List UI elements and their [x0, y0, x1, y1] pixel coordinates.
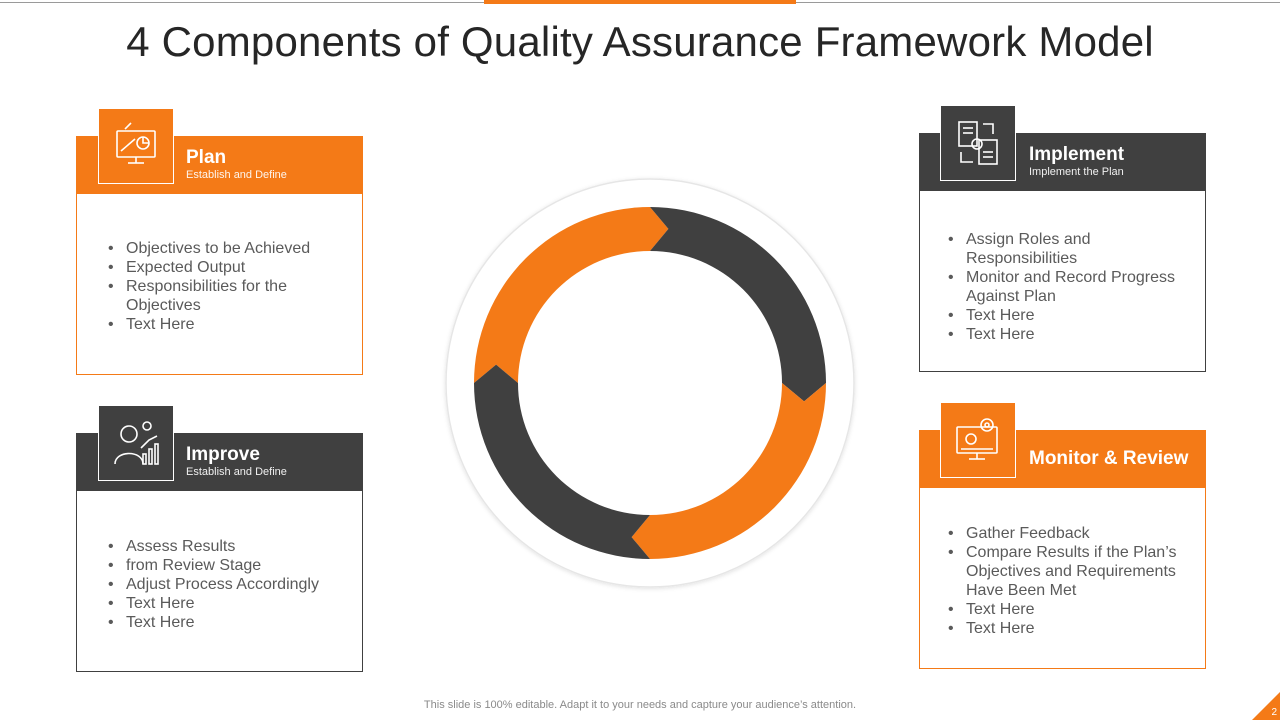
top-accent-bar	[484, 0, 796, 4]
improve-card-list: Assess Results from Review Stage Adjust …	[106, 537, 346, 632]
computer-gears-icon	[940, 402, 1016, 478]
list-item: Text Here	[946, 600, 1191, 619]
implement-card-subtitle: Implement the Plan	[1029, 166, 1124, 178]
plan-card-title: Plan	[186, 147, 227, 168]
page-number: 2	[1271, 707, 1277, 718]
list-item: Objectives to be Achieved	[106, 239, 346, 258]
plan-card-list: Objectives to be Achieved Expected Outpu…	[106, 239, 346, 334]
list-item: Compare Results if the Plan’s Objectives…	[946, 543, 1191, 600]
monitor-chart-icon	[98, 108, 174, 184]
list-item: Gather Feedback	[946, 524, 1191, 543]
footer-note: This slide is 100% editable. Adapt it to…	[423, 699, 857, 711]
list-item: Text Here	[106, 594, 346, 613]
improve-card-title: Improve	[186, 444, 260, 465]
cycle-segment-monitor	[631, 383, 826, 559]
list-item: Responsibilities for the Objectives	[106, 277, 346, 315]
page-number-corner	[1252, 692, 1280, 720]
list-item: Text Here	[946, 325, 1191, 344]
implement-card-title: Implement	[1029, 144, 1125, 165]
list-item: Text Here	[106, 613, 346, 632]
cycle-segment-plan	[474, 207, 669, 383]
slide-title: 4 Components of Quality Assurance Framew…	[126, 18, 1154, 65]
list-item: from Review Stage	[106, 556, 346, 575]
implement-card-list: Assign Roles and Responsibilities Monito…	[946, 230, 1191, 344]
improve-card-subtitle: Establish and Define	[186, 466, 287, 478]
list-item: Text Here	[106, 315, 346, 334]
list-item: Text Here	[946, 619, 1191, 638]
list-item: Expected Output	[106, 258, 346, 277]
person-growth-icon	[98, 405, 174, 481]
cycle-segment-implement	[650, 207, 826, 402]
plan-card-subtitle: Establish and Define	[186, 169, 287, 181]
list-item: Assign Roles and Responsibilities	[946, 230, 1191, 268]
list-item: Text Here	[946, 306, 1191, 325]
monitor-card-list: Gather Feedback Compare Results if the P…	[946, 524, 1191, 638]
list-item: Assess Results	[106, 537, 346, 556]
cycle-diagram: Plan Implement Monitor & Review Improve	[440, 173, 855, 588]
document-gear-icon	[940, 105, 1016, 181]
monitor-card-title: Monitor & Review	[1029, 448, 1189, 469]
cycle-segment-improve	[474, 364, 650, 559]
list-item: Monitor and Record Progress Against Plan	[946, 268, 1191, 306]
list-item: Adjust Process Accordingly	[106, 575, 346, 594]
